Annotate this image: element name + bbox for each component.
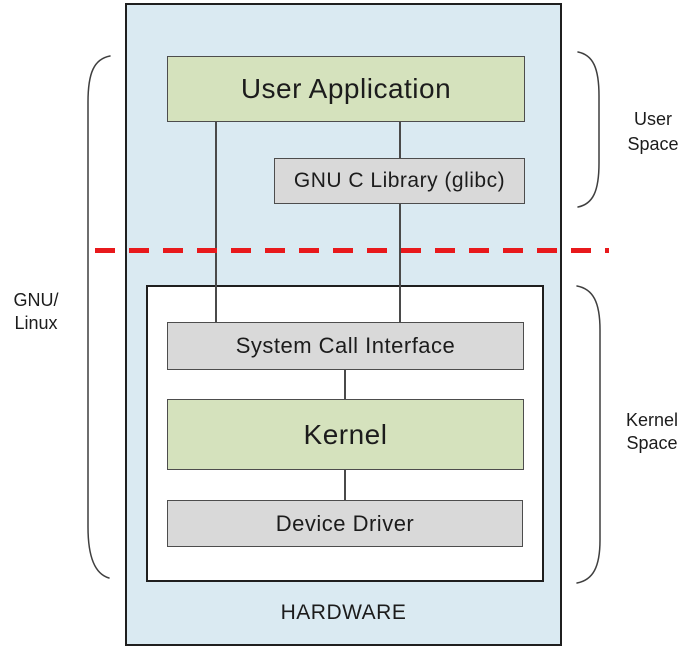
user-application-box: User Application xyxy=(167,56,525,122)
device-driver-box: Device Driver xyxy=(167,500,523,547)
connector-glibc-to-syscall xyxy=(399,203,401,323)
user-space-label-line2: Space xyxy=(627,134,679,154)
user-application-label: User Application xyxy=(240,73,452,104)
connector-userapp-to-syscall xyxy=(215,121,217,323)
gnu-linux-label-line2: Linux xyxy=(14,313,58,333)
connector-kernel-to-devicedriver xyxy=(344,470,346,501)
kernel-space-label: Kernel Space xyxy=(612,409,691,455)
user-kernel-divider-line xyxy=(95,248,609,253)
kernel-space-bracket xyxy=(576,285,601,584)
kernel-box: Kernel xyxy=(167,399,524,470)
kernel-space-label-line2: Space xyxy=(626,433,678,453)
kernel-label: Kernel xyxy=(303,418,388,450)
system-call-interface-box: System Call Interface xyxy=(167,322,524,370)
user-space-bracket xyxy=(577,51,600,208)
glibc-box: GNU C Library (glibc) xyxy=(274,158,525,204)
device-driver-label: Device Driver xyxy=(275,510,415,536)
user-space-label-line1: User xyxy=(633,109,672,129)
gnu-linux-label-line1: GNU/ xyxy=(13,290,59,310)
glibc-label: GNU C Library (glibc) xyxy=(293,169,506,192)
user-space-label: User Space xyxy=(615,107,691,157)
gnu-linux-label: GNU/ Linux xyxy=(0,289,72,335)
connector-syscall-to-kernel xyxy=(344,370,346,400)
hardware-label: HARDWARE xyxy=(280,601,407,624)
kernel-space-label-line1: Kernel xyxy=(625,410,679,430)
system-call-interface-label: System Call Interface xyxy=(235,333,456,358)
gnu-linux-bracket xyxy=(87,55,111,579)
connector-userapp-to-glibc xyxy=(399,121,401,159)
